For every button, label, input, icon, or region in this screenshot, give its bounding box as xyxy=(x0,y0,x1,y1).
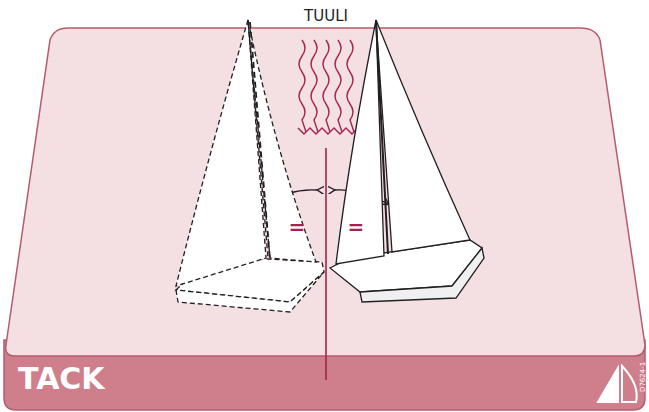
equal-sign: = xyxy=(348,216,365,238)
equal-sign: = xyxy=(289,216,306,238)
figure-code: D7624-1 xyxy=(640,362,648,392)
wind-label: TUULI xyxy=(302,8,350,25)
mode-title: TACK xyxy=(18,362,105,395)
